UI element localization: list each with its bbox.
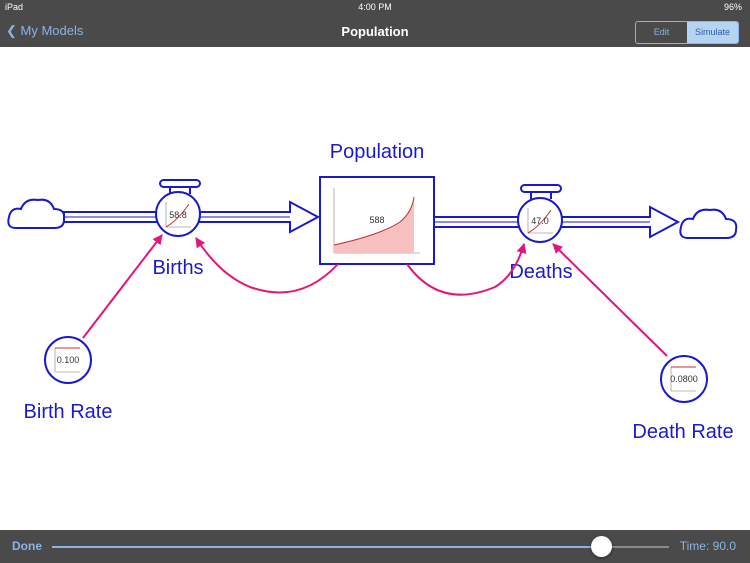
deaths-value: 47.0	[531, 216, 549, 226]
death-rate-value: 0.0800	[670, 374, 698, 384]
death-rate-label: Death Rate	[632, 421, 733, 443]
population-stock[interactable]	[319, 176, 435, 265]
bottom-toolbar: Done Time: 90.0	[0, 530, 750, 563]
births-label: Births	[152, 257, 203, 279]
model-canvas: 58.8 Births 47.0 Deaths 588 Population 0…	[7, 141, 738, 443]
birth-rate-link	[82, 234, 163, 339]
time-slider-fill	[52, 546, 602, 548]
time-slider[interactable]	[52, 536, 669, 557]
deaths-flow-valve[interactable]	[517, 184, 563, 243]
back-button[interactable]: ❮ My Models	[6, 23, 83, 39]
back-label: My Models	[20, 23, 84, 38]
battery-label: 96%	[723, 2, 742, 12]
births-flow-valve[interactable]	[155, 179, 201, 237]
chevron-left-icon: ❮	[6, 23, 17, 38]
source-cloud-icon	[7, 198, 66, 229]
sink-cloud-icon	[679, 208, 738, 239]
time-label: Time: 90.0	[679, 539, 736, 553]
birth-rate-label: Birth Rate	[24, 401, 113, 423]
time-slider-thumb[interactable]	[591, 536, 613, 557]
carrier-label: iPad	[5, 2, 24, 12]
population-value: 588	[369, 215, 384, 225]
status-bar: iPad 4:00 PM 96%	[0, 0, 750, 16]
edit-tab[interactable]: Edit	[653, 27, 670, 37]
deaths-label: Deaths	[509, 261, 572, 283]
birth-rate-value: 0.100	[57, 355, 80, 365]
population-to-deaths-link	[406, 243, 527, 296]
clock-label: 4:00 PM	[358, 2, 392, 12]
mode-segmented-control: Edit Simulate	[635, 21, 739, 44]
population-label: Population	[330, 141, 425, 163]
population-to-births-link	[195, 237, 339, 294]
death-rate-converter[interactable]	[660, 355, 708, 403]
death-rate-link	[552, 243, 668, 357]
births-value: 58.8	[169, 210, 187, 220]
birth-rate-converter[interactable]	[44, 336, 92, 384]
simulate-tab[interactable]: Simulate	[687, 22, 738, 43]
nav-bar: ❮ My Models Population Edit Simulate	[0, 16, 750, 47]
done-button[interactable]: Done	[12, 539, 42, 553]
